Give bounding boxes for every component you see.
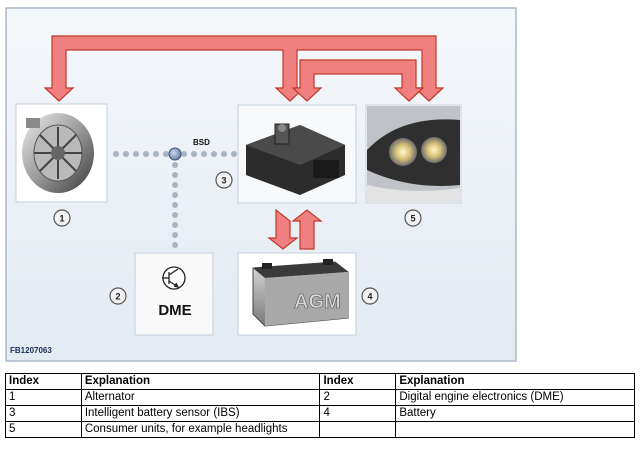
ibs-image bbox=[246, 123, 345, 195]
diagram-graphic: AGM 1 2 3 4 5 bbox=[5, 7, 517, 362]
header-index: Index bbox=[319, 373, 397, 390]
badge-1: 1 bbox=[53, 209, 71, 227]
table-cell: 2 bbox=[319, 389, 397, 406]
bsd-bus-lines bbox=[113, 151, 237, 248]
bsd-label: BSD bbox=[193, 138, 210, 147]
battery-image: AGM bbox=[252, 259, 349, 327]
index-badges: 1 2 3 4 5 bbox=[53, 171, 422, 305]
table-cell: Consumer units, for example headlights bbox=[80, 421, 321, 438]
legend-table: Index Explanation Index Explanation 1 Al… bbox=[5, 373, 635, 438]
badge-3: 3 bbox=[215, 171, 233, 189]
power-distribution-diagram: AGM 1 2 3 4 5 BSD DME FB1207063 bbox=[5, 7, 517, 362]
table-cell: 3 bbox=[5, 405, 82, 422]
badge-5: 5 bbox=[404, 209, 422, 227]
legend-header-row: Index Explanation Index Explanation bbox=[5, 373, 635, 390]
badge-2: 2 bbox=[109, 287, 127, 305]
dme-box bbox=[134, 252, 214, 336]
table-cell: 4 bbox=[319, 405, 397, 422]
arrow-main-loop bbox=[43, 35, 445, 102]
svg-text:5: 5 bbox=[410, 214, 415, 224]
table-cell: 5 bbox=[5, 421, 82, 438]
badge-4: 4 bbox=[361, 287, 379, 305]
table-cell bbox=[319, 421, 397, 438]
table-cell: Intelligent battery sensor (IBS) bbox=[80, 405, 321, 422]
table-row: 5 Consumer units, for example headlights bbox=[5, 421, 635, 438]
svg-text:1: 1 bbox=[59, 214, 64, 224]
table-cell: Alternator bbox=[80, 389, 321, 406]
headlight-image bbox=[367, 106, 460, 202]
arrow-from-battery bbox=[291, 209, 323, 250]
battery-agm-label: AGM bbox=[294, 291, 341, 313]
figure-code: FB1207063 bbox=[10, 346, 52, 355]
arrow-to-battery bbox=[267, 208, 299, 250]
table-cell bbox=[395, 421, 635, 438]
power-flow-arrows bbox=[43, 35, 445, 250]
svg-text:2: 2 bbox=[115, 292, 120, 302]
transistor-icon bbox=[162, 266, 186, 290]
arrow-ibs-to-consumers bbox=[291, 59, 425, 102]
header-explanation: Explanation bbox=[395, 373, 635, 390]
header-index: Index bbox=[5, 373, 82, 390]
dme-label: DME bbox=[158, 302, 192, 319]
table-cell: Digital engine electronics (DME) bbox=[395, 389, 635, 406]
table-cell: Battery bbox=[395, 405, 635, 422]
table-row: 1 Alternator 2 Digital engine electronic… bbox=[5, 389, 635, 406]
table-cell: 1 bbox=[5, 389, 82, 406]
svg-text:3: 3 bbox=[221, 176, 226, 186]
table-row: 3 Intelligent battery sensor (IBS) 4 Bat… bbox=[5, 405, 635, 422]
alternator-image bbox=[22, 113, 94, 193]
bsd-junction-node bbox=[168, 147, 182, 161]
svg-text:4: 4 bbox=[367, 292, 372, 302]
header-explanation: Explanation bbox=[80, 373, 321, 390]
